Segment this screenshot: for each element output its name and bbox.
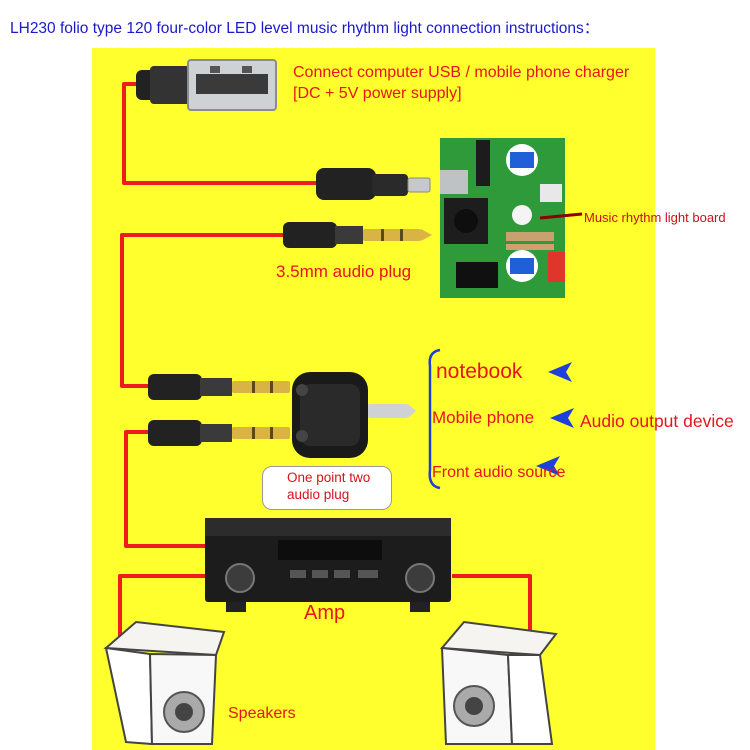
front-source-arrow-icon: [536, 456, 560, 476]
music-rhythm-light-board-icon: [440, 138, 565, 298]
right-speaker-icon: [439, 620, 558, 745]
board-pointer: [539, 212, 583, 220]
usb-label-line1: Connect computer USB / mobile phone char…: [293, 64, 630, 81]
splitter-callout: One point two audio plug: [262, 466, 392, 510]
mobile-phone-arrow-icon: [550, 408, 574, 428]
board-label: Music rhythm light board: [584, 210, 726, 225]
audio-output-device-label: Audio output device: [580, 411, 734, 431]
dual-audio-plugs-icon: [148, 374, 290, 446]
right-speaker-wire: [452, 574, 532, 635]
audio-plug-label: 3.5mm audio plug: [276, 262, 412, 281]
usb-power-wire: [122, 82, 316, 185]
device-bracket: [428, 348, 441, 490]
amplifier-icon: [205, 518, 451, 612]
amp-input-wire: [124, 430, 205, 548]
micro-usb-plug-icon: [316, 168, 431, 200]
mobile-phone-label: Mobile phone: [432, 408, 535, 427]
audio-plug-icon: [283, 222, 432, 248]
left-speaker-icon: [103, 620, 226, 746]
left-speaker-wire: [118, 574, 212, 640]
wires: [118, 82, 532, 640]
notebook-label: notebook: [436, 360, 523, 383]
diagram-title: LH230 folio type 120 four-color LED leve…: [10, 20, 600, 37]
audio-plug-wire: [120, 233, 283, 388]
splitter-label-line1: One point two: [287, 470, 371, 485]
amp-label: Amp: [304, 602, 346, 624]
speakers-label: Speakers: [228, 705, 296, 722]
splitter-icon: [292, 372, 416, 458]
notebook-arrow-icon: [548, 362, 572, 382]
usb-plug-icon: [136, 59, 277, 111]
front-audio-source-label: Front audio source: [432, 464, 566, 481]
splitter-label-line2: audio plug: [287, 487, 350, 502]
usb-label-line2: [DC + 5V power supply]: [293, 85, 462, 102]
